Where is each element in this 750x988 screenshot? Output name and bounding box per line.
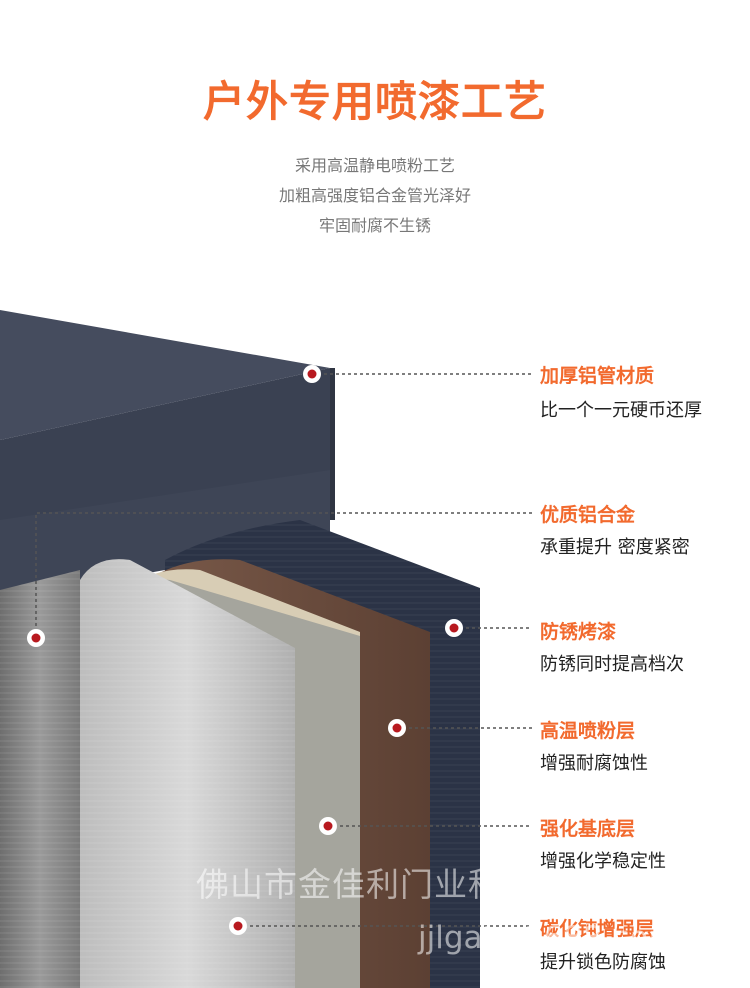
subtitle-line-3: 牢固耐腐不生锈 (318, 216, 431, 235)
profile-side (0, 470, 330, 600)
callout-markers (27, 365, 463, 935)
feature-label-4: 高温喷粉层 (540, 720, 636, 742)
profile-top-face (0, 310, 330, 440)
feature-label-1: 加厚铝管材质 (540, 365, 655, 387)
watermark-company: 佛山市金佳利门业科技有限公司 (196, 865, 672, 904)
feature-desc-1: 比一个一元硬币还厚 (540, 400, 702, 421)
feature-desc-4: 增强耐腐蚀性 (540, 753, 648, 774)
feature-desc-2: 承重提升 密度紧密 (540, 537, 690, 558)
profile-outer-face (330, 368, 335, 520)
feature-label-3: 防锈烤漆 (540, 621, 617, 643)
page-title: 户外专用喷漆工艺 (202, 77, 547, 126)
subtitle-line-1: 采用高温静电喷粉工艺 (294, 156, 455, 175)
feature-desc-3: 防锈同时提高档次 (540, 654, 684, 675)
feature-desc-5: 增强化学稳定性 (540, 851, 666, 872)
feature-label-2: 优质铝合金 (540, 504, 636, 526)
watermark-site: jjlgate.1688.com (418, 920, 679, 956)
feature-label-5: 强化基底层 (540, 818, 636, 840)
callout-lines (35, 373, 532, 927)
subtitle-line-2: 加粗高强度铝合金管光泽好 (278, 186, 471, 205)
feature-desc-6: 提升锁色防腐蚀 (540, 952, 666, 973)
layer-brushed-aluminium-texture (80, 559, 295, 988)
feature-label-6: 碳化钝增强层 (540, 918, 655, 940)
layer-steel-base-texture (0, 570, 80, 988)
